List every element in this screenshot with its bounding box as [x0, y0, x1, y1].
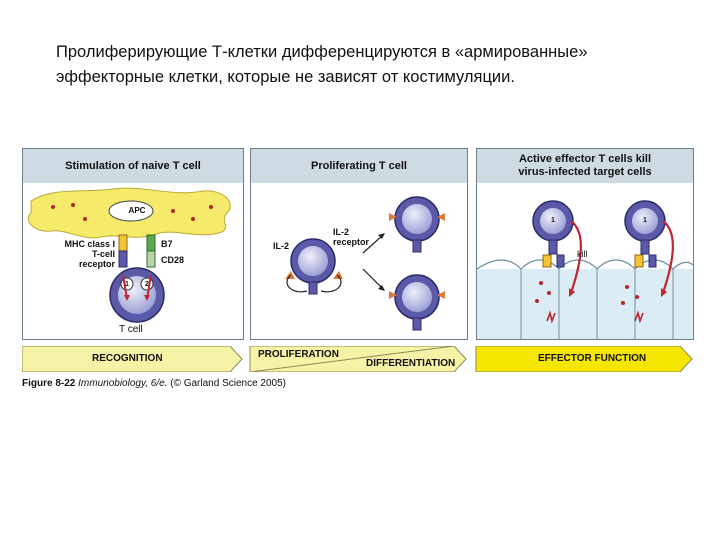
panel-effector-header: Active effector T cells kill virus-infec… [477, 149, 693, 183]
kill-label: kill [577, 249, 588, 259]
cd28-label: CD28 [161, 255, 185, 265]
apc-label: APC [128, 206, 146, 215]
band-effector-function: EFFECTOR FUNCTION [538, 353, 647, 364]
panel-proliferating-header: Proliferating T cell [251, 149, 467, 183]
band-proliferation: PROLIFERATION [258, 349, 339, 360]
il2-label: IL-2 [273, 241, 290, 251]
apc-nucleus [108, 200, 154, 222]
slide-title-line-1: Пролиферирующие Т-клетки дифференцируютс… [56, 43, 588, 61]
cd28-molecule [146, 250, 156, 268]
panel-proliferating: Proliferating T cell [250, 148, 468, 340]
il2-receptor-label: IL-2 receptor [333, 227, 370, 247]
stage-bands [22, 346, 693, 372]
b7-molecule [146, 234, 156, 252]
effector-marker-left: 1 [551, 217, 555, 224]
t-cell-label: T cell [119, 324, 143, 335]
tcr-molecule [118, 250, 128, 268]
signal-2-marker: 2 [145, 281, 149, 288]
slide-title: Пролиферирующие Т-клетки дифференцируютс… [56, 40, 676, 90]
mhc-label: MHC class I T-cell receptor [64, 239, 115, 269]
panel-stimulation-header: Stimulation of naive T cell [23, 149, 243, 183]
slide-title-line-2: эффекторные клетки, которые не зависят о… [56, 68, 515, 86]
signal-1-marker: 1 [125, 281, 129, 288]
figure-caption: Figure 8-22 Immunobiology, 6/e. (© Garla… [22, 378, 286, 389]
band-recognition: RECOGNITION [92, 353, 163, 364]
proliferation-illustration [285, 196, 445, 331]
stimulation-illustration [27, 187, 231, 323]
b7-label: B7 [161, 239, 173, 249]
band-differentiation: DIFFERENTIATION [366, 358, 456, 369]
immunobiology-figure: Stimulation of naive T cell [22, 148, 698, 396]
panel-effector: Active effector T cells kill virus-infec… [476, 148, 694, 340]
target-cell-layer [477, 269, 693, 339]
panel-stimulation: Stimulation of naive T cell [22, 148, 244, 340]
effector-illustration [477, 200, 693, 339]
mhc-molecule [118, 234, 128, 252]
effector-marker-right: 1 [643, 217, 647, 224]
